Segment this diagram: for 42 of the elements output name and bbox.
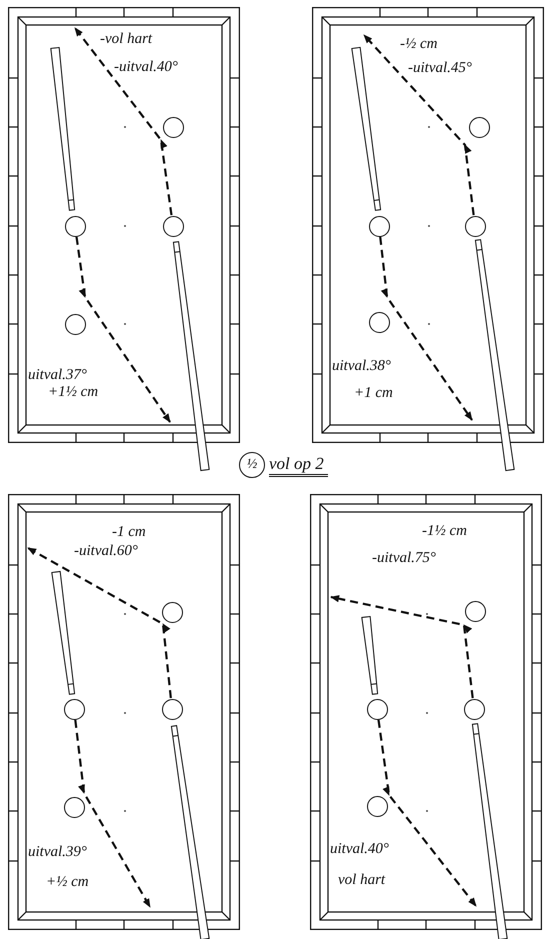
arrow	[330, 595, 474, 698]
ball	[368, 216, 390, 236]
circled-number: ½	[239, 452, 265, 478]
arrow	[74, 720, 151, 908]
annotation-text: uitval.37°	[28, 367, 87, 384]
annotation-text: +1½ cm	[48, 384, 98, 401]
annotation-text: uitval.39°	[28, 844, 87, 861]
ball	[162, 116, 184, 138]
ball	[368, 312, 390, 332]
ball	[366, 698, 388, 720]
arrow	[74, 27, 173, 216]
ball	[464, 600, 486, 622]
caption-text: vol op 2	[269, 454, 328, 477]
ball	[162, 216, 184, 236]
arrow	[27, 547, 172, 698]
ball	[64, 216, 86, 236]
annotation-text: vol hart	[338, 872, 386, 889]
annotation-text: -uitval.40°	[114, 59, 178, 76]
arrow	[379, 236, 473, 421]
annotation-text: -uitval.60°	[74, 543, 138, 560]
ball	[464, 698, 484, 720]
annotation-text: +1 cm	[354, 385, 393, 402]
ball	[464, 216, 486, 236]
ball	[64, 796, 84, 818]
annotation-text: -uitval.45°	[408, 60, 472, 77]
annotation-text: +½ cm	[46, 874, 89, 891]
annotation-text: uitval.38°	[332, 358, 391, 375]
annotation-text: -1 cm	[112, 524, 146, 541]
ball	[64, 314, 86, 334]
annotation-text: -1½ cm	[422, 523, 467, 540]
ball	[366, 796, 388, 816]
arrow	[377, 720, 477, 907]
arrow	[75, 236, 171, 423]
annotation-text: -vol hart	[100, 31, 152, 48]
annotation-text: -uitval.75°	[372, 550, 436, 567]
ball	[162, 698, 182, 720]
ball	[64, 698, 84, 720]
annotation-text: -½ cm	[400, 36, 438, 53]
ball	[162, 602, 182, 622]
ball	[468, 116, 490, 138]
annotation-text: uitval.40°	[330, 841, 389, 858]
arrow	[363, 34, 475, 216]
